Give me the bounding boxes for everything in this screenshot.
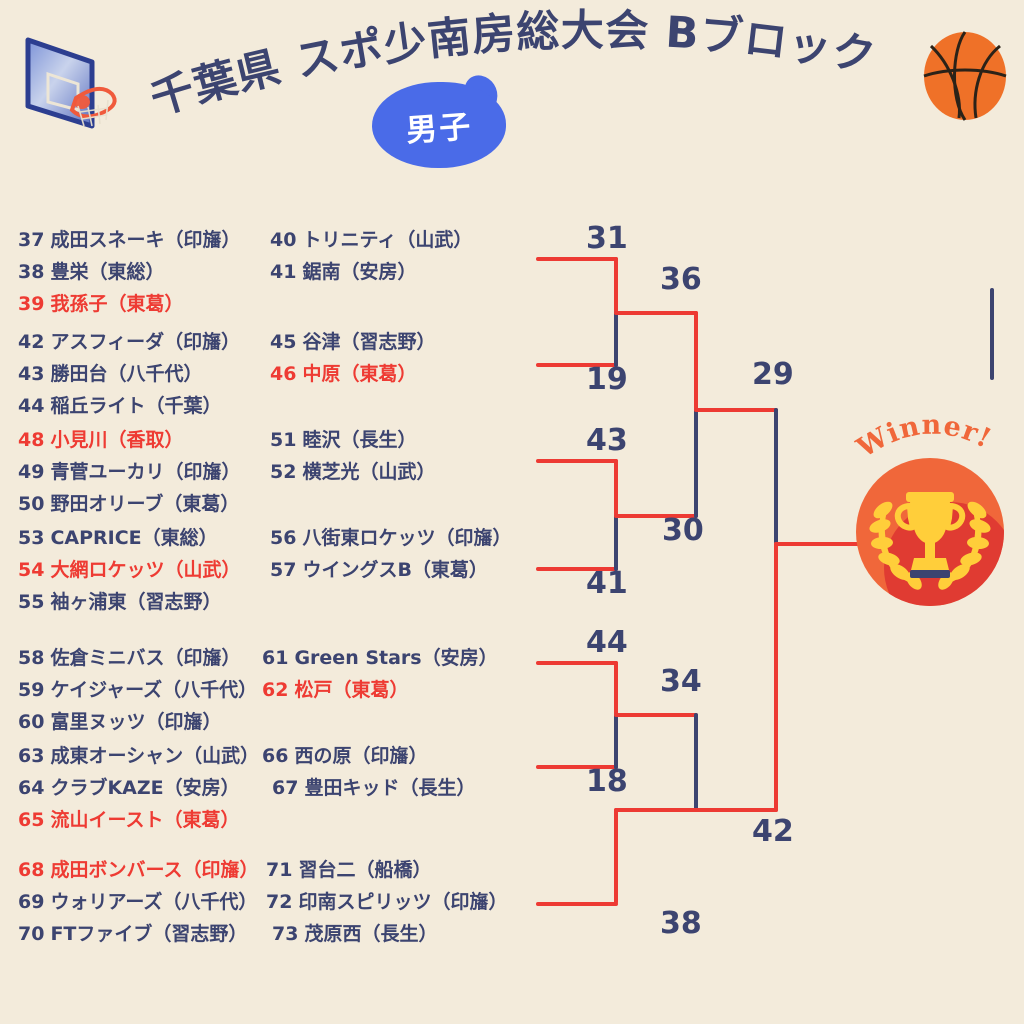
category-badge-label: 男子 [405,108,474,149]
winner-circle [856,458,1004,606]
bracket-stub-line [990,288,994,380]
score-sf3: 34 [660,664,702,699]
bracket-connector-final-upper [774,408,778,544]
bracket-line-qf1-top [536,257,618,261]
bracket-connector-qf3-lower [614,713,618,769]
score-sf2: 30 [662,513,704,548]
page-title-text: 千葉県 スポ少南房総大会 Bブロック [145,6,879,125]
svg-text:Winner!: Winner! [851,410,997,465]
bracket-connector-sf1-lower [694,408,698,518]
bracket-line-sf1-top [614,311,698,315]
bracket-line-qf4-bottom [536,902,618,906]
bracket-connector-qf2-upper [614,459,618,516]
bracket-connector-sf1-upper [694,311,698,410]
svg-text:千葉県 スポ少南房総大会 Bブロック: 千葉県 スポ少南房総大会 Bブロック [145,6,880,125]
score-qf1-top: 31 [586,221,628,256]
bracket-connector-final-lower [774,542,778,812]
score-final-bottom: 42 [752,814,794,849]
bracket-line-qf1-bottom [536,363,618,367]
score-qf2-bottom: 41 [586,566,628,601]
bracket-connector-qf1-lower [614,311,618,367]
score-qf1-bottom: 19 [586,362,628,397]
basketball-icon [922,28,1008,124]
score-final-top: 29 [752,357,794,392]
bracket-line-final-top [694,408,778,412]
bracket-connector-sf2-lower [614,808,618,904]
bracket-line-sf1-bottom [614,514,698,518]
score-qf3-top: 44 [586,625,628,660]
bracket-line-sf2-top [614,713,698,717]
bracket-line-final-bottom [694,808,778,812]
category-badge: 男子 [372,72,512,174]
bracket-line-qf2-bottom [536,567,618,571]
trophy-icon [894,492,966,578]
score-qf2-top: 43 [586,423,628,458]
bracket-line-qf3-top [536,661,618,665]
bracket-line-qf2-top [536,459,618,463]
bracket-connector-qf2-lower [614,514,618,571]
bracket-connector-qf1-upper [614,257,618,313]
bracket-line-champion [774,542,880,546]
bubble-body [372,82,506,168]
score-qf3-bottom: 18 [586,764,628,799]
bracket-connector-qf3-upper [614,661,618,715]
score-sf1: 36 [660,262,702,297]
bracket-connector-sf2-upper [694,713,698,810]
bracket-line-qf3-bottom [536,765,618,769]
page-title: 千葉県 スポ少南房総大会 Bブロック [120,6,910,140]
winner-label: Winner! [851,410,996,465]
basketball-hoop-icon [14,22,130,150]
winner-badge: Winner! [838,410,1014,614]
bracket-line-sf2-bottom [614,808,698,812]
score-qf4-bottom: 38 [660,906,702,941]
